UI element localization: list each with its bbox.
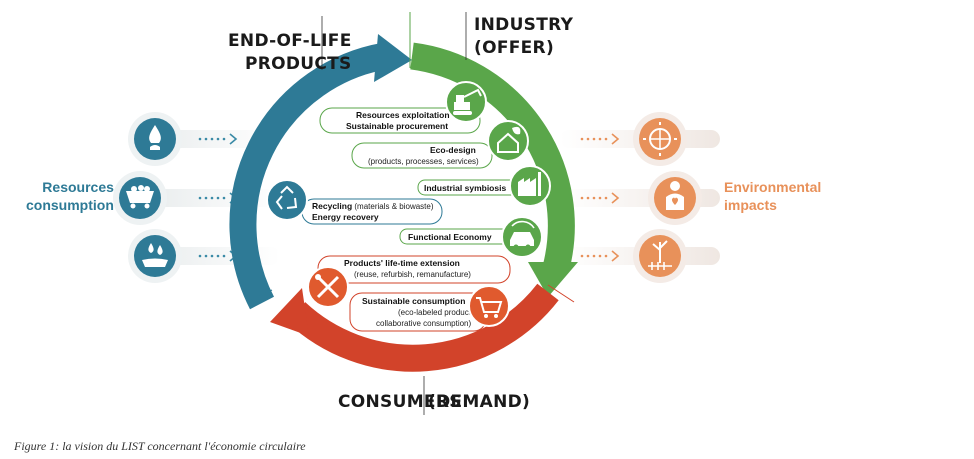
item-5-sub2: collaborative consumption) (376, 319, 471, 328)
red-cycle-arc (286, 283, 559, 372)
sun-globe-icon (633, 112, 687, 166)
item-4-sub: (reuse, refurbish, remanufacture) (354, 270, 471, 279)
end-of-life-heading: END-OF-LIFE PRODUCTS (228, 30, 352, 76)
pill-texts: Resources exploitation Sustainable procu… (312, 110, 506, 328)
excavator-icon (445, 81, 487, 123)
demand-heading: (DEMAND) (428, 392, 531, 412)
impact-dotted-arrows (580, 133, 620, 262)
figure-caption: Figure 1: la vision du LIST concernant l… (14, 439, 306, 453)
car-share-icon (501, 216, 543, 258)
resources-consumption-label: Resources consumption (26, 178, 114, 214)
water-drops-icon (128, 229, 182, 283)
recycling-line1: Recycling (materials & biowaste) (312, 201, 434, 211)
impacts-line1: Environmental (724, 179, 822, 195)
industry-line2: (OFFER) (474, 38, 555, 58)
item-0-sub: Sustainable procurement (346, 121, 448, 131)
impacts-line2: impacts (724, 197, 777, 213)
recycling-line2: Energy recovery (312, 212, 379, 222)
label-pills (301, 107, 519, 332)
recycle-icon (266, 179, 308, 221)
item-1-sub: (products, processes, services) (368, 157, 479, 166)
end-of-life-line2: PRODUCTS (244, 54, 352, 74)
environmental-impacts-label: Environmental impacts (724, 178, 821, 214)
item-0-title: Resources exploitation (356, 110, 450, 120)
resource-dotted-arrows (198, 133, 238, 262)
item-1-title: Eco-design (430, 145, 476, 155)
tools-icon (307, 266, 349, 308)
item-2-title: Industrial symbiosis (424, 183, 506, 193)
item-5-sub: (eco-labeled products, (398, 308, 477, 317)
person-heart-icon (648, 171, 702, 225)
green-cycle-arc (410, 42, 575, 272)
divider-blue-red (247, 289, 273, 303)
red-arrowhead (270, 288, 309, 336)
consumers-heading: CONSUMERS (338, 392, 462, 412)
item-4-title: Products' life-time extension (344, 258, 460, 268)
blue-cycle-arc (229, 42, 388, 310)
green-arrowhead (528, 262, 578, 297)
end-of-life-line1: END-OF-LIFE (228, 31, 352, 51)
factory-icon (509, 165, 551, 207)
divider-green-red (547, 284, 575, 303)
water-plant-icon (128, 112, 182, 166)
mining-cart-icon (113, 171, 167, 225)
blue-arrowhead (374, 34, 412, 82)
industry-heading: INDUSTRY (OFFER) (474, 14, 573, 60)
shopping-cart-icon (468, 285, 510, 327)
resources-line1: Resources (42, 179, 114, 195)
industry-line1: INDUSTRY (474, 15, 574, 35)
eco-house-icon (487, 120, 529, 162)
item-5-title: Sustainable consumption (362, 296, 465, 306)
resources-line2: consumption (26, 197, 114, 213)
dead-tree-fish-icon (633, 229, 687, 283)
item-3-title: Functional Economy (408, 232, 492, 242)
